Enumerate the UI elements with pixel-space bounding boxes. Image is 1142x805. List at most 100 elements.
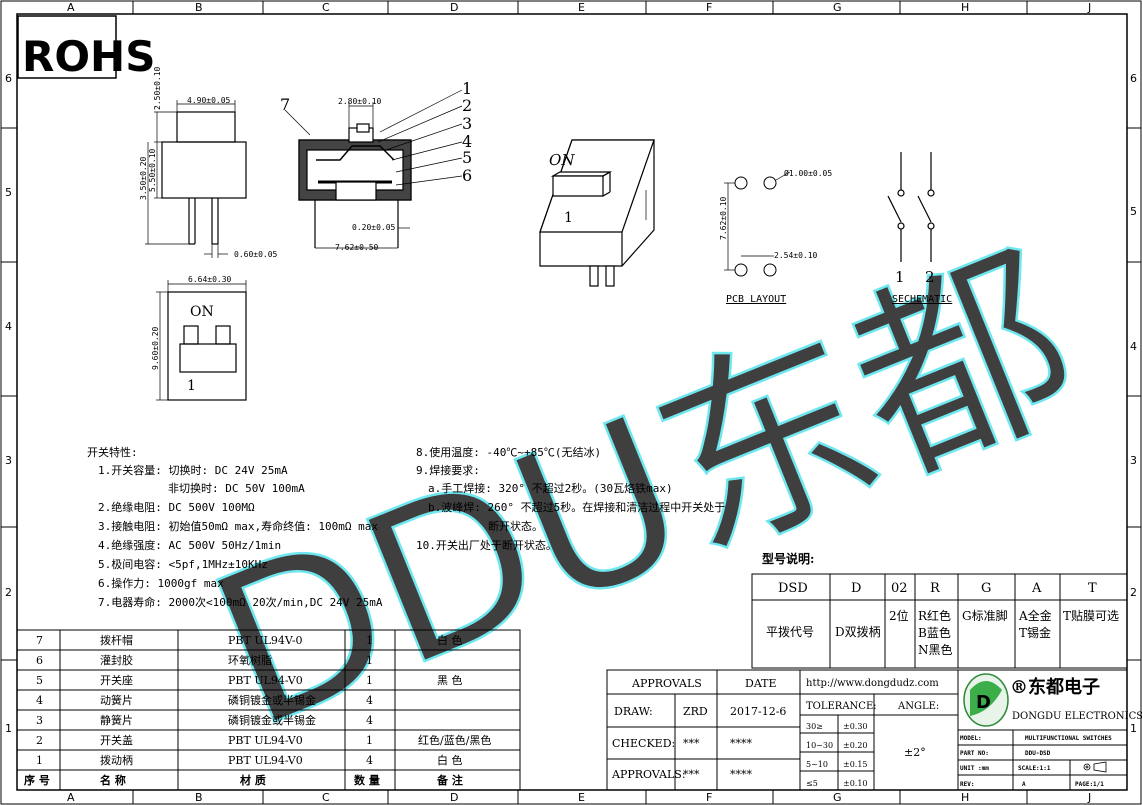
- spec-line: 6.操作力: 1000gf max: [98, 576, 224, 590]
- dim-label: 5.50±0.10: [148, 148, 157, 192]
- date-header: DATE: [745, 677, 777, 690]
- company-url: http://www.dongdudz.com: [806, 678, 939, 689]
- callout-number: 7: [280, 95, 290, 114]
- row-label: 1: [1130, 722, 1137, 735]
- col-label: G: [833, 791, 842, 804]
- bom-cell: 磷铜镀金或半锡金: [228, 693, 316, 707]
- spec-line: 10.开关出厂处于断开状态。: [416, 538, 557, 552]
- isometric-view: [539, 139, 655, 287]
- col-label: C: [322, 1, 330, 14]
- bom-cell: 白 色: [437, 753, 463, 767]
- bom-cell: 1: [366, 654, 373, 667]
- bom-cell: 灌封胶: [100, 653, 133, 667]
- bom-header: 名 称: [100, 773, 126, 787]
- bom-cell: 红色/蓝色/黑色: [418, 733, 491, 747]
- spec-line: 2.绝缘电阻: DC 500V 100MΩ: [98, 500, 255, 514]
- page-value: PAGE:1/1: [1075, 781, 1104, 788]
- bom-cell: 4: [366, 754, 373, 767]
- bom-cell: 动簧片: [100, 693, 133, 707]
- bom-cell: 4: [36, 694, 43, 707]
- grid-labels: A B C D E F G H J A B C D E F G H J 6 5 …: [5, 1, 1137, 804]
- row-label: 2: [1130, 586, 1137, 599]
- model-title: 型号说明:: [762, 551, 814, 566]
- spec-line: 1.开关容量: 切换时: DC 24V 25mA: [98, 463, 288, 477]
- bom-cell: 7: [36, 634, 43, 647]
- bom-cell: PBT UL94-V0: [228, 674, 303, 687]
- bom-cell: 2: [36, 734, 43, 747]
- tol-range: ≤5: [806, 779, 818, 788]
- bom-header: 备 注: [436, 773, 463, 787]
- col-label: E: [578, 791, 585, 804]
- approvals-name: ***: [683, 768, 700, 781]
- col-label: A: [67, 791, 75, 804]
- bom-cell: 1: [366, 674, 373, 687]
- spec-line: 断开状态。: [488, 519, 543, 533]
- rohs-mark: ROHS: [22, 32, 155, 81]
- dim-label: 7.62±0.50: [335, 243, 379, 252]
- bom-cell: 1: [366, 634, 373, 647]
- spec-line: 5.极间电容: <5pf,1MHz±10KHz: [98, 557, 268, 571]
- model-code: G: [981, 581, 991, 596]
- model-key: MODEL:: [960, 735, 982, 742]
- row-label: 3: [1130, 454, 1137, 467]
- col-label: F: [706, 1, 712, 14]
- pin-number: 1: [895, 268, 905, 286]
- model-desc: B蓝色: [918, 626, 951, 640]
- tol-range: 10~30: [806, 741, 833, 750]
- angle-value: ±2°: [904, 746, 926, 759]
- model-desc: D双拨柄: [835, 625, 881, 639]
- bom-header: 材 质: [240, 773, 266, 787]
- draw-date: 2017-12-6: [730, 705, 786, 718]
- callout-number: 1: [462, 79, 472, 98]
- model-code: A: [1031, 581, 1042, 596]
- part-key: PART NO:: [960, 750, 989, 757]
- spec-line: a.手工焊接: 320° 不超过2秒。(30瓦烙铁max): [428, 481, 673, 495]
- spec-line: 开关特性:: [87, 445, 138, 459]
- col-label: D: [450, 1, 458, 14]
- on-label: ON: [190, 304, 214, 320]
- svg-text:D: D: [976, 692, 991, 713]
- col-label: H: [961, 1, 969, 14]
- dim-label: 0.60±0.05: [234, 250, 278, 259]
- front-view: [145, 100, 247, 258]
- col-label: B: [195, 1, 203, 14]
- bom-cell: 磷铜镀金或半锡金: [228, 713, 316, 727]
- dim-label: 4.90±0.05: [187, 96, 231, 105]
- col-label: E: [578, 1, 585, 14]
- dim-label: 2.54±0.10: [774, 251, 818, 260]
- bom-cell: 开关盖: [100, 733, 133, 747]
- col-label: C: [322, 791, 330, 804]
- callout-number: 4: [462, 132, 472, 151]
- approvals-label: APPROVALS:: [611, 768, 686, 781]
- bom-header: 序 号: [24, 773, 50, 787]
- position-number: 1: [564, 210, 573, 226]
- bom-cell: 白 色: [437, 633, 463, 647]
- col-label: J: [1087, 1, 1091, 14]
- inner-border: [16, 13, 1128, 791]
- title-block: [606, 669, 1128, 791]
- model-desc: N黑色: [918, 643, 953, 657]
- col-label: D: [450, 791, 458, 804]
- bom-cell: 开关座: [100, 673, 133, 687]
- model-desc: 平拨代号: [766, 625, 814, 639]
- model-code: DSD: [778, 581, 808, 596]
- model-desc: 2位: [889, 608, 909, 623]
- tol-range: 30≥: [806, 722, 823, 731]
- top-view: [156, 280, 247, 401]
- col-label: H: [961, 791, 969, 804]
- body-outline: [161, 141, 247, 199]
- bom-cell: 4: [366, 714, 373, 727]
- schematic: [887, 152, 935, 262]
- on-label: ON: [547, 151, 576, 169]
- col-label: A: [67, 1, 75, 14]
- tol-value: ±0.20: [843, 741, 868, 750]
- bom-cell: 1: [366, 734, 373, 747]
- model-table: [751, 573, 1128, 669]
- approvals-date: ****: [730, 768, 753, 781]
- row-label: 1: [5, 722, 12, 735]
- model-desc: R红色: [918, 608, 951, 623]
- rev-value: A: [1022, 781, 1026, 788]
- model-value: MULTIFUNCTIONAL SWITCHES: [1025, 735, 1112, 742]
